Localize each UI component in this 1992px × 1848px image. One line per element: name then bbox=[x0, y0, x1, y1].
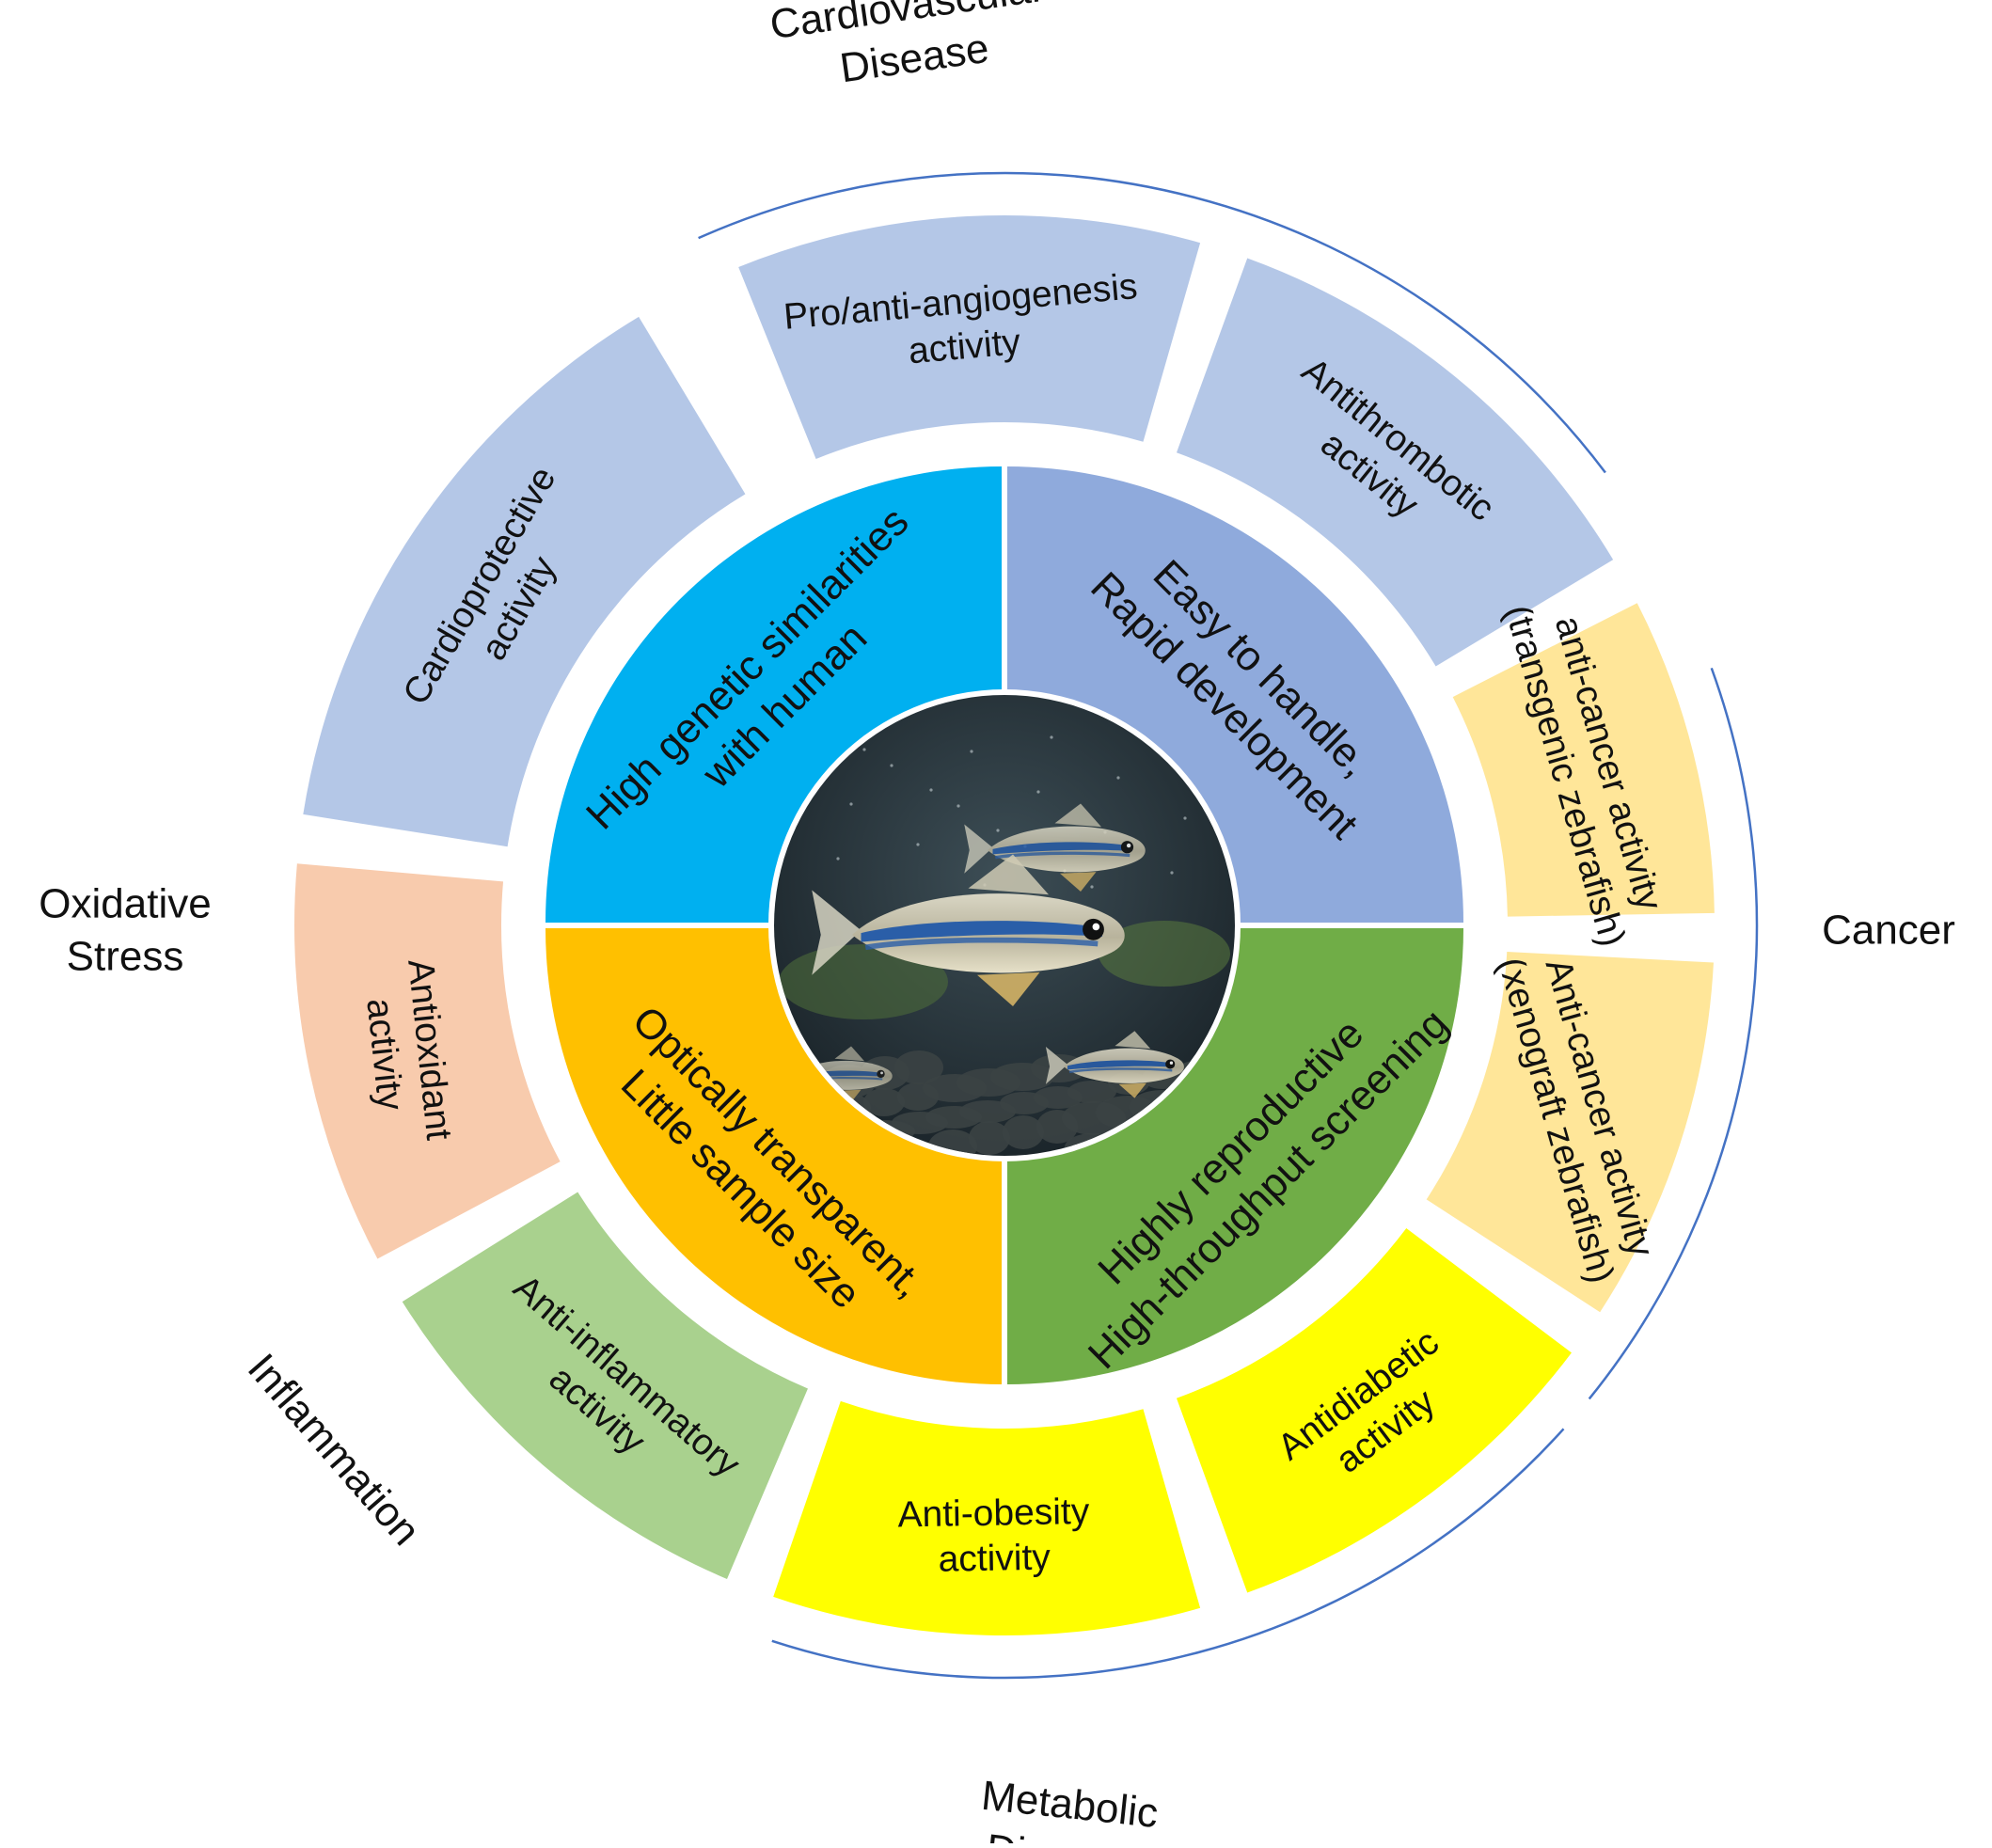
category-label-inflammation: Inflammation bbox=[239, 1345, 429, 1554]
segment-antithrombotic bbox=[1176, 258, 1614, 667]
segment-pro-anti-angiogenesis bbox=[738, 215, 1201, 459]
category-label-cancer-line: Cancer bbox=[1822, 908, 1955, 954]
segment-antioxidant bbox=[294, 863, 561, 1259]
segment-label-pro-anti-angiogenesis-line: activity bbox=[907, 322, 1022, 371]
bracket-cancer bbox=[1588, 667, 1759, 1400]
category-label-cancer: Cancer bbox=[1822, 908, 1955, 954]
segment-label-anti-obesity-line: Anti-obesity bbox=[897, 1492, 1090, 1536]
segment-label-anti-obesity: Anti-obesityactivity bbox=[897, 1492, 1091, 1581]
segment-anti-obesity bbox=[773, 1400, 1201, 1635]
segment-anti-cancer-transgenic bbox=[1452, 603, 1715, 917]
bracket-metabolic bbox=[771, 1428, 1565, 1680]
category-label-oxidative-line: Oxidative bbox=[39, 881, 211, 927]
bracket-cardiovascular bbox=[698, 171, 1606, 474]
segment-antidiabetic bbox=[1176, 1227, 1572, 1593]
category-brackets bbox=[698, 171, 1759, 1680]
category-label-metabolic: MetabolicDisorder bbox=[973, 1773, 1160, 1843]
category-label-cardiovascular: CardiovascularDisease bbox=[767, 0, 1054, 101]
segment-anti-cancer-xenograft bbox=[1426, 951, 1714, 1313]
category-label-inflammation-line: Inflammation bbox=[239, 1345, 429, 1554]
center-photo bbox=[768, 689, 1241, 1161]
segment-anti-inflammatory bbox=[402, 1192, 808, 1579]
segment-cardioprotective bbox=[303, 316, 746, 847]
segment-label-anti-obesity-line: activity bbox=[938, 1538, 1051, 1580]
category-label-oxidative-line: Stress bbox=[67, 934, 184, 980]
